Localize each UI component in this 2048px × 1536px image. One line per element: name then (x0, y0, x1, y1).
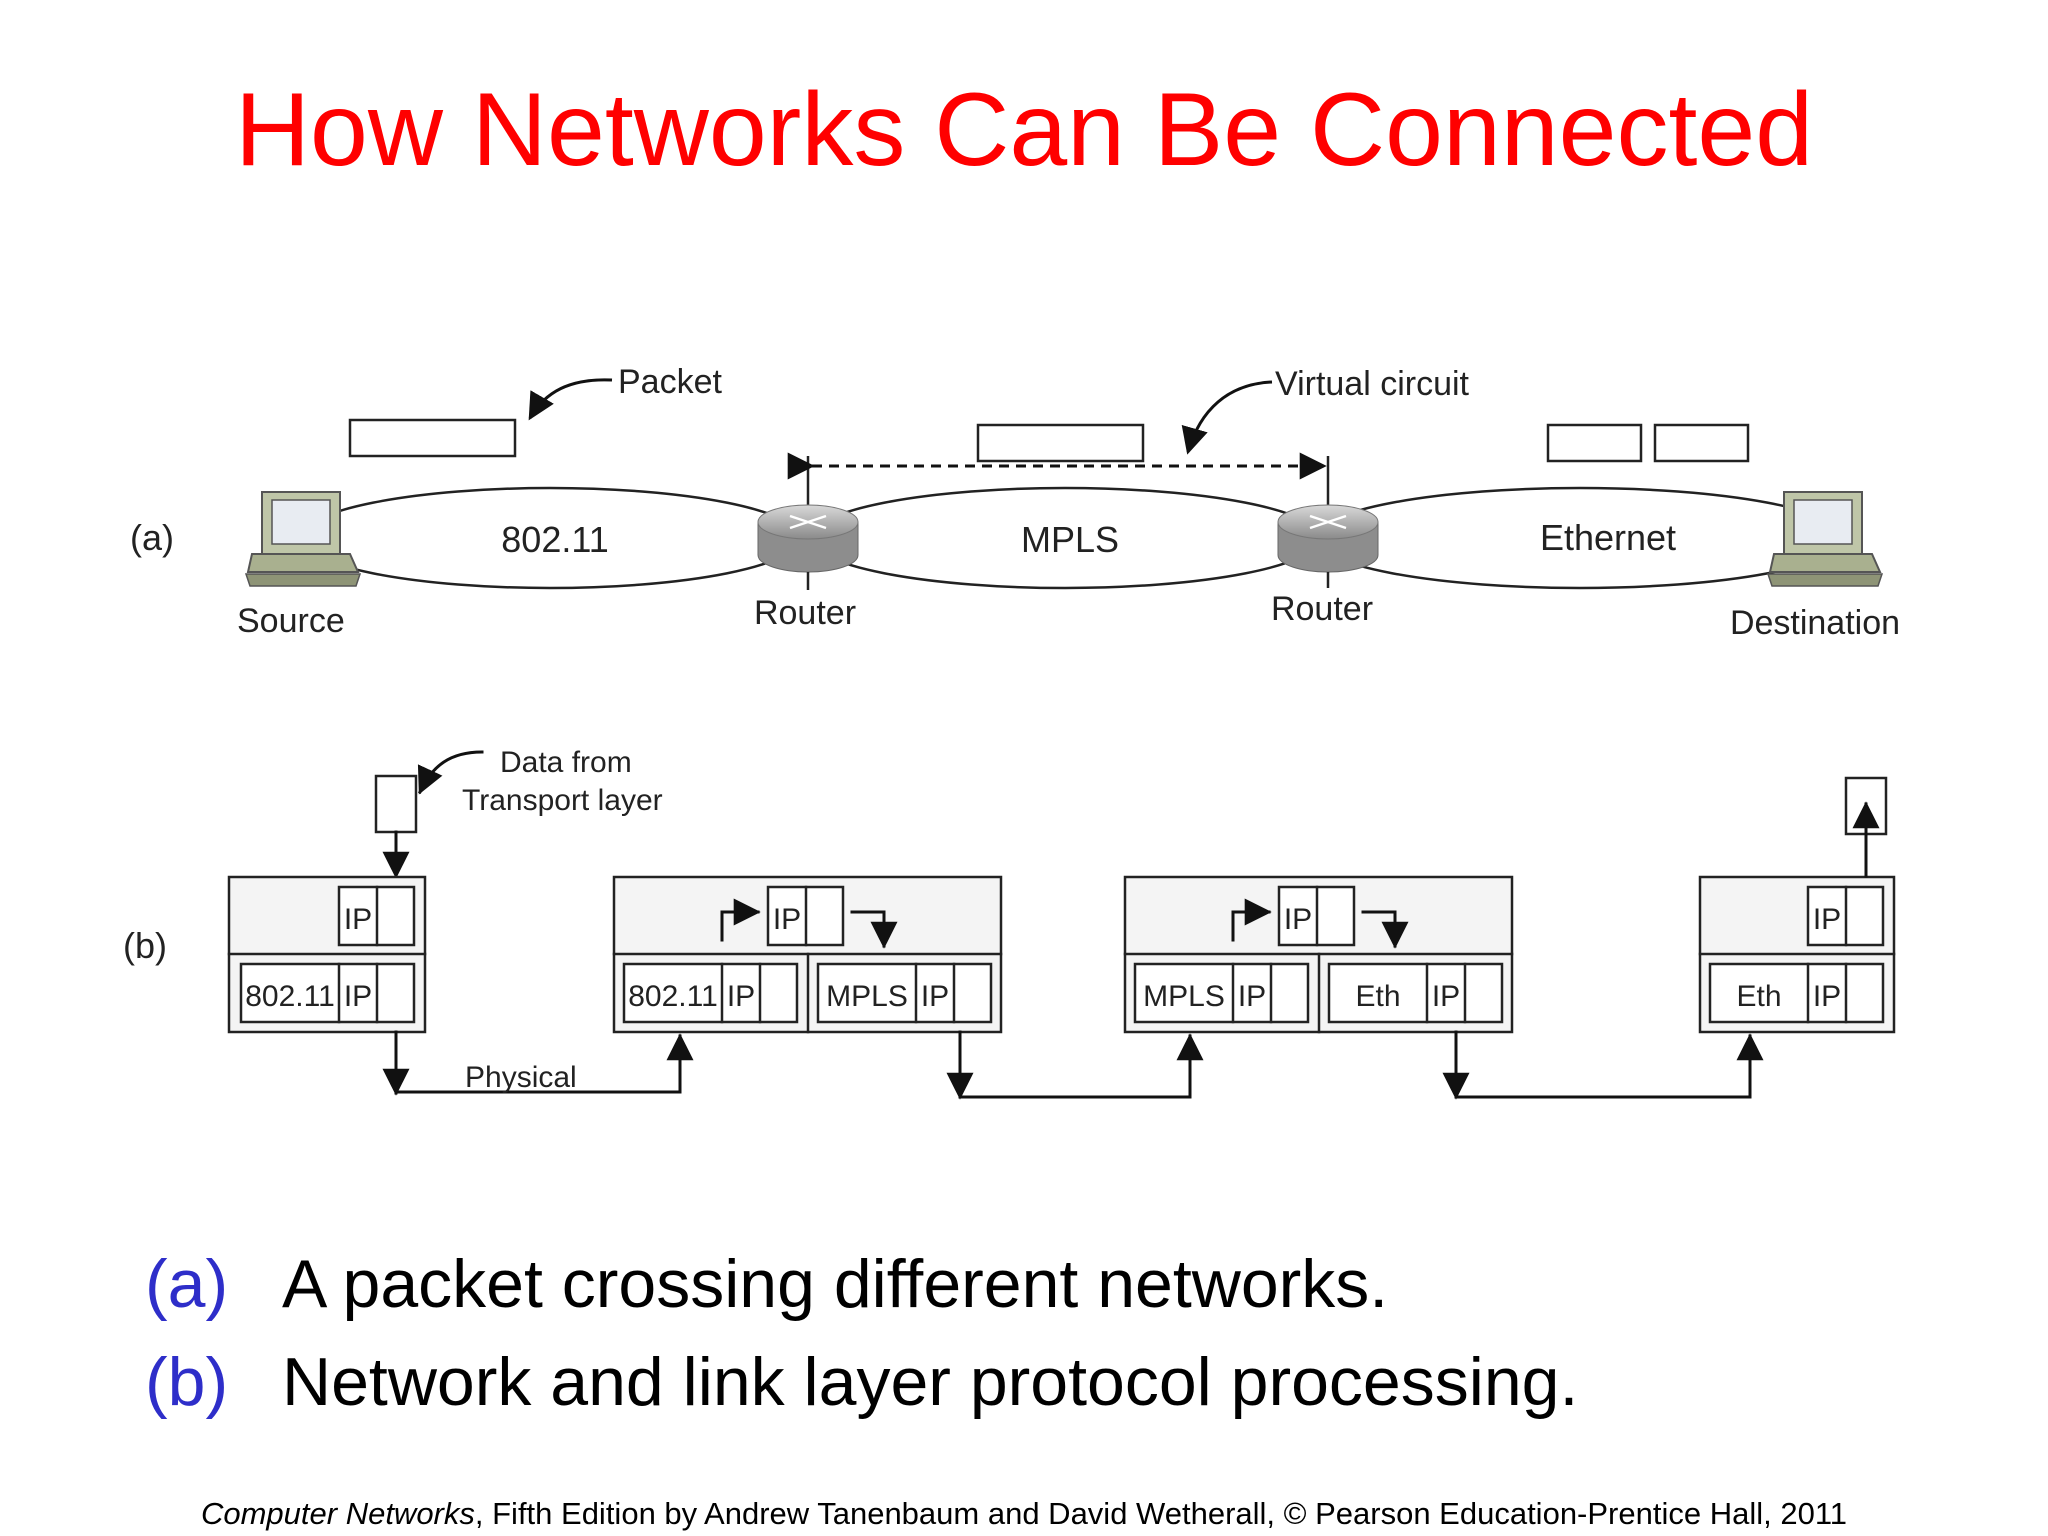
link-header-label: MPLS (826, 980, 908, 1013)
network-label-ethernet: Ethernet (1540, 517, 1676, 558)
router-label: Router (1271, 590, 1373, 628)
ip-header-label: IP (1238, 980, 1266, 1013)
route-out-arrow (1361, 910, 1409, 949)
caption-tag: (b) (145, 1344, 229, 1420)
source-protocol-stack: IP 802.11 IP (227, 875, 427, 1034)
credit-text: , Fifth Edition by Andrew Tanenbaum and … (474, 1496, 1848, 1531)
book-title: Computer Networks (200, 1496, 475, 1531)
caption-tag: (a) (145, 1246, 229, 1322)
caption-b: (b) Network and link layer protocol proce… (145, 1342, 1578, 1422)
network-label-80211: 802.11 (501, 519, 608, 560)
transport-data-box (374, 774, 418, 834)
slide-title: How Networks Can Be Connected (234, 72, 1814, 188)
ip-header-label: IP (1813, 903, 1841, 936)
link-header-label: Eth (1736, 980, 1781, 1013)
link-header-label: 802.11 (628, 980, 718, 1013)
transport-layer-label: Transport layer (462, 784, 663, 817)
diagram-b-label: (b) (123, 925, 167, 966)
router-protocol-stack: IP MPLS IP Eth IP (1123, 875, 1514, 1034)
network-label-mpls: MPLS (1021, 519, 1119, 560)
packet-callout-arrow (528, 378, 613, 421)
destination-protocol-stack: IP Eth IP (1698, 875, 1896, 1034)
router-label: Router (754, 594, 856, 632)
link-header-label: MPLS (1143, 980, 1225, 1013)
diagram-a-label: (a) (130, 517, 174, 558)
ip-header-label: IP (773, 903, 801, 936)
destination-label: Destination (1730, 604, 1900, 642)
physical-link (394, 1033, 694, 1094)
physical-label: Physical (465, 1061, 577, 1094)
footer-credit: Computer Networks, Fifth Edition by Andr… (0, 1496, 2048, 1532)
source-label: Source (237, 602, 345, 640)
router-icon (757, 504, 859, 590)
virtual-circuit-label: Virtual circuit (1275, 365, 1470, 403)
data-from-label: Data from (500, 746, 632, 779)
ip-header-label: IP (344, 980, 372, 1013)
packet-box (976, 423, 1145, 463)
packet-box (348, 418, 517, 458)
router-icon (1277, 504, 1379, 588)
physical-link (958, 1033, 1204, 1099)
computer-icon (1766, 491, 1884, 587)
diagram-b: (b) Data from Transport layer IP 802.11 … (123, 746, 1896, 1100)
route-in-arrow (720, 898, 761, 942)
computer-icon (244, 491, 362, 587)
ip-header-label: IP (1284, 903, 1312, 936)
caption-text: A packet crossing different networks. (282, 1246, 1389, 1322)
ip-header-label: IP (921, 980, 949, 1013)
router-protocol-stack: IP 802.11 IP MPLS IP (612, 875, 1003, 1034)
route-in-arrow (1231, 898, 1272, 942)
diagram-a: (a) 802.11 MPLS Ethernet Packet Virtual … (130, 363, 1900, 642)
packet-label: Packet (618, 363, 722, 401)
transport-data-callout-arrow (417, 750, 484, 795)
ip-header-label: IP (344, 903, 372, 936)
virtual-circuit-callout-arrow (1181, 380, 1273, 455)
ip-header-label: IP (1813, 980, 1841, 1013)
packet-box (1653, 423, 1750, 463)
link-header-label: Eth (1355, 980, 1400, 1013)
packet-box (1546, 423, 1643, 463)
ip-header-label: IP (1432, 980, 1460, 1013)
link-header-label: 802.11 (245, 980, 335, 1013)
physical-link (1454, 1033, 1764, 1099)
route-out-arrow (850, 910, 898, 949)
caption-text: Network and link layer protocol processi… (282, 1344, 1579, 1420)
ip-header-label: IP (727, 980, 755, 1013)
caption-a: (a) A packet crossing different networks. (145, 1244, 1388, 1324)
